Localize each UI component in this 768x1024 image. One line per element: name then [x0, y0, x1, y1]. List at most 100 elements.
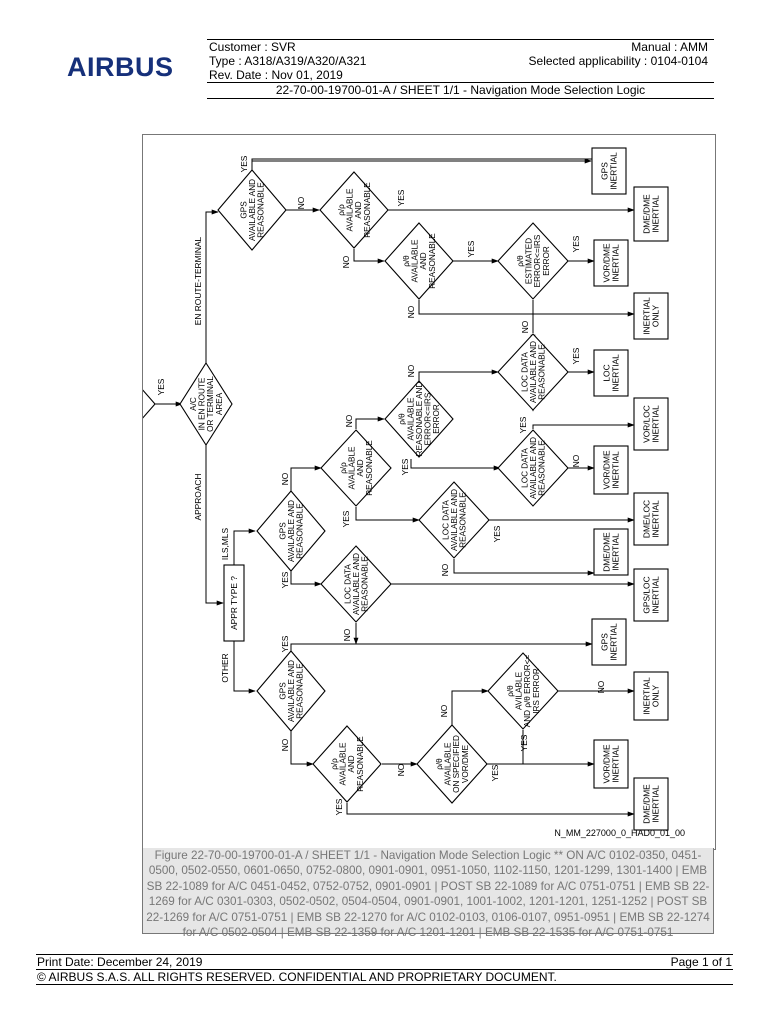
- loc-data-lower-diamond: [418, 481, 490, 559]
- ac-area-diamond: [179, 361, 233, 447]
- estimated-error-diamond: [497, 222, 569, 300]
- page-number: Page 1 of 1: [670, 955, 732, 969]
- gps-approach-text: GPSAVAILABLE ANDREASONABLE: [278, 500, 304, 562]
- type-label: Type : A318/A319/A320/A321: [209, 54, 367, 68]
- rho-theta-error-diamond: [384, 380, 454, 458]
- footer-rule-bottom: [36, 984, 733, 985]
- dme-dme-inertial-enroute-box: [633, 186, 669, 242]
- rho-theta-specified-text: ρ/θAVAILABLEON SPECIFIEDVOR/DME: [435, 735, 470, 793]
- print-date: Print Date: December 24, 2019: [37, 955, 203, 969]
- loc-data-middle-text: LOC DATAAVAILABLE ANDREASONABLE: [520, 437, 546, 499]
- dme-loc-inertial-text: DME/LOCINERTIAL: [642, 500, 661, 538]
- connector-line: [353, 249, 385, 264]
- figure-caption: Figure 22-70-00-19700-01-A / SHEET 1/1 -…: [142, 848, 714, 939]
- rho-theta-error-other-diamond: [487, 652, 559, 730]
- connector-line: [453, 559, 595, 576]
- ac-area-text: A/CIN EN ROUTEOR TERMINALAREA: [189, 376, 224, 432]
- connector-line: [205, 209, 219, 363]
- gps-enroute-text: GPSAVAILABLE ANDREASONABLE: [239, 179, 265, 241]
- connector-line: [290, 641, 593, 651]
- loc-data-upper-diamond: [497, 333, 569, 411]
- inertial-only-enroute-text: INERTIALONLY: [642, 297, 661, 335]
- header-rule-top: [207, 39, 714, 40]
- vor-dme-inertial-other-box: [593, 739, 629, 789]
- specified-yes-label: YES: [490, 764, 500, 781]
- header-rule-bottom: [207, 98, 714, 99]
- diagram-frame: NONAVGPSINERTIALDME/DMEINERTIALVOR/DMEIN…: [142, 134, 716, 850]
- error-other-yes-label: YES: [519, 734, 529, 751]
- rev-date-label: Rev. Date : Nov 01, 2019: [209, 68, 343, 82]
- dme-dme-inertial-other-box: [633, 777, 669, 831]
- gps-approach-yes-label: YES: [280, 571, 290, 588]
- vor-loc-inertial-box: [633, 397, 669, 451]
- loc-middle-yes-label: YES: [518, 416, 528, 433]
- navigation-mode-flowchart: NONAVGPSINERTIALDME/DMEINERTIALVOR/DMEIN…: [143, 147, 669, 831]
- vor-dme-inertial-other-text: VOR/DMEINERTIAL: [602, 744, 621, 784]
- loc-inertial-text: LOCINERTIAL: [602, 354, 621, 392]
- dme-dme-inertial-other-text: DME/DMEINERTIAL: [642, 784, 661, 824]
- connector-line: [418, 369, 499, 381]
- rho-theta-enroute-no-label: NO: [406, 305, 416, 318]
- rho-theta-enroute-text: ρ/θAVAILABLEANDREASONABLE: [402, 233, 437, 289]
- airbus-logo: AIRBUS: [67, 52, 174, 82]
- connector-line: [233, 639, 256, 694]
- gps-approach-diamond: [256, 490, 326, 572]
- manual-label: Manual : AMM: [631, 40, 708, 54]
- gps-other-text: GPSAVAILABLE ANDREASONABLE: [278, 660, 304, 722]
- dme-dme-inertial-approach-box: [593, 528, 629, 576]
- sheet-title: 22-70-00-19700-01-A / SHEET 1/1 - Naviga…: [275, 83, 646, 97]
- rho-rho-approach-text: ρ/ρAVAILABLEANDREASONABLE: [339, 440, 374, 496]
- dme-dme-inertial-approach-text: DME/DMEINERTIAL: [602, 532, 621, 572]
- gps-enroute-diamond: [217, 169, 287, 251]
- vor-dme-inertial-approach-text: VOR/DMEINERTIAL: [602, 450, 621, 490]
- rho-rho-approach-yes-label: YES: [341, 510, 351, 527]
- rho-rho-enroute-text: ρ/ρAVAILABLEANDREASONABLE: [337, 182, 372, 238]
- gps-loc-inertial-box: [633, 568, 669, 622]
- rho-rho-other-yes-label: YES: [334, 798, 344, 815]
- loc-approach-no-label: NO: [342, 628, 352, 641]
- gps-inertial-other-text: GPSINERTIAL: [600, 623, 619, 661]
- loc-lower-yes-label: YES: [492, 525, 502, 542]
- approach-label: APPROACH: [193, 473, 203, 520]
- loc-data-lower-text: LOC DATAAVAILABLE ANDREASONABLE: [441, 489, 467, 551]
- vor-dme-inertial-approach-box: [593, 445, 629, 495]
- loc-data-middle-diamond: [497, 429, 569, 507]
- connector-line: [532, 422, 635, 429]
- connector-line: [355, 416, 385, 429]
- loc-middle-no-label: NO: [571, 454, 581, 467]
- ils-mls-label: ILS,MLS: [220, 528, 230, 561]
- copyright-notice: © AIRBUS S.A.S. ALL RIGHTS RESERVED. CON…: [37, 970, 557, 984]
- rho-rho-approach-diamond: [320, 429, 392, 507]
- rho-rho-other-no-label: NO: [396, 763, 406, 776]
- gps-enroute-yes-label: YES: [239, 155, 249, 172]
- rho-theta-error-yes-label: YES: [400, 458, 410, 475]
- footer-rule-mid: [36, 969, 733, 970]
- rho-theta-error-other-text: ρ/θAVILABLEAND ρ/θ ERROR<=IRS ERROR: [506, 655, 541, 728]
- connector-line: [346, 803, 635, 817]
- error-other-no-label: NO: [596, 680, 606, 693]
- loc-data-approach-diamond: [320, 545, 392, 623]
- appr-type-box: [223, 564, 245, 642]
- gps-other-no-label: NO: [280, 738, 290, 751]
- rho-rho-other-diamond: [312, 725, 382, 803]
- estimated-yes-label: YES: [571, 235, 581, 252]
- connector-line: [290, 731, 314, 767]
- rho-rho-enroute-diamond: [319, 171, 389, 249]
- vor-dme-inertial-enroute-text: VOR/DMEINERTIAL: [602, 243, 621, 283]
- connector-line: [410, 459, 501, 471]
- inertial-only-other-text: INERTIALONLY: [642, 677, 661, 715]
- customer-label: Customer : SVR: [209, 40, 296, 54]
- irs-position-diamond: [143, 389, 156, 419]
- connector-line: [451, 688, 489, 725]
- connector-line: [418, 300, 635, 317]
- inertial-only-other-box: [633, 671, 669, 721]
- loc-upper-no-label: NO: [406, 364, 416, 377]
- rho-theta-error-text: ρ/θAVAILABLEREASONABLE ANDERROR<=IRSERRO…: [398, 382, 441, 457]
- rho-rho-enroute-no-label: NO: [341, 255, 351, 268]
- gps-inertial-enroute-text: GPSINERTIAL: [600, 152, 619, 190]
- appr-type-text: APPR TYPE ?: [229, 576, 239, 630]
- dme-dme-inertial-enroute-text: DME/DMEINERTIAL: [642, 194, 661, 234]
- rho-rho-enroute-yes-label: YES: [396, 189, 406, 206]
- rho-theta-enroute-diamond: [384, 222, 454, 300]
- gps-enroute-no-label: NO: [296, 196, 306, 209]
